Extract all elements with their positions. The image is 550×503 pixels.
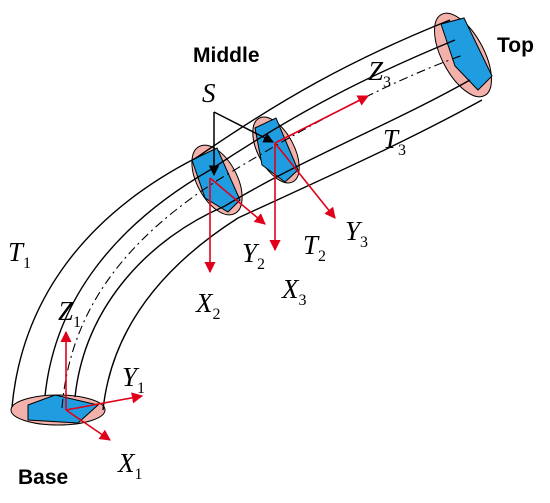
tube-line-outer-right (102, 217, 239, 411)
t3-label: T3 (383, 124, 406, 159)
axis-y2-arrow (209, 177, 266, 225)
z3-label: Z3 (368, 56, 391, 91)
y2-label: Y2 (242, 238, 265, 273)
y1-label: Y1 (122, 362, 145, 397)
tube-line-lower-inner (224, 79, 471, 207)
tube-line-lower-outer (237, 99, 483, 219)
t1-label: T1 (8, 237, 31, 272)
middle-frame-2-axes (204, 177, 266, 274)
x2-label: X2 (195, 288, 221, 323)
base-section-face (27, 394, 100, 424)
axis-y1-arrow (65, 392, 144, 411)
tube-line-upper-outer (195, 19, 451, 159)
base-label: Base (18, 466, 68, 489)
axis-z3-arrow (274, 95, 369, 144)
top-label: Top (497, 34, 534, 57)
tube-line-upper-inner (209, 39, 456, 171)
y3-label: Y3 (345, 216, 368, 251)
middle-disc-3 (252, 116, 300, 184)
middle-frame-3-axes (269, 95, 369, 252)
tube-line-outer-left (11, 157, 197, 408)
z1-label: Z1 (58, 296, 81, 331)
top-disc (434, 12, 493, 98)
middle-label: Middle (193, 44, 260, 67)
tube-outline (11, 19, 483, 411)
x1-label: X1 (117, 448, 143, 483)
t2-label: T2 (303, 230, 326, 265)
base-disc (10, 394, 106, 426)
axis-x1-arrow (65, 409, 111, 441)
axis-y3-arrow (274, 142, 336, 219)
tube-line-inner-right (74, 205, 226, 398)
s-pointer-branch (213, 111, 274, 143)
centerline (61, 54, 464, 409)
x3-label: X3 (281, 274, 307, 309)
base-frame-axes (60, 330, 144, 441)
s-symbol: S (202, 78, 216, 108)
tube-line-inner-left (44, 169, 211, 397)
middle-section-2-face (191, 147, 241, 213)
s-pointer (208, 111, 274, 177)
